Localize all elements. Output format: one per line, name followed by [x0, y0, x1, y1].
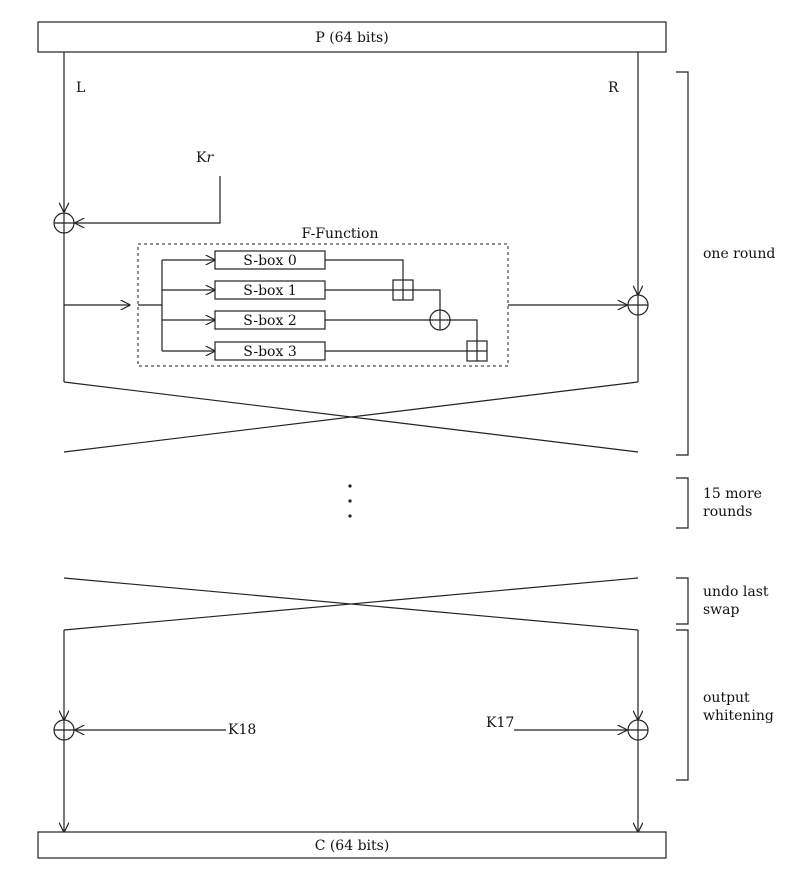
- xor-round-key: [53, 212, 75, 234]
- xor-whitening-left: [53, 719, 75, 741]
- continuation-dots: [348, 484, 352, 518]
- svg-text:output: output: [703, 690, 750, 706]
- svg-text:S-box 2: S-box 2: [243, 313, 296, 329]
- svg-text:swap: swap: [703, 602, 740, 618]
- left-half-label: L: [76, 80, 85, 96]
- svg-text:S-box 0: S-box 0: [243, 253, 296, 269]
- svg-text:one round: one round: [703, 246, 775, 262]
- xor-f: [429, 309, 451, 331]
- brace-more-rounds: 15 more rounds: [676, 477, 762, 529]
- xor-right: [627, 294, 649, 316]
- sbox-2: S-box 2: [214, 310, 326, 330]
- mod-add-2: [466, 340, 488, 362]
- brace-output-whitening: output whitening: [676, 629, 774, 781]
- ciphertext-label: C (64 bits): [315, 838, 390, 854]
- ciphertext-box: C (64 bits): [37, 831, 667, 859]
- mod-add-1: [392, 279, 414, 301]
- plaintext-box: P (64 bits): [37, 21, 667, 53]
- svg-text:S-box 3: S-box 3: [243, 344, 296, 360]
- round-key-label: Kr: [196, 150, 214, 166]
- sbox-0: S-box 0: [214, 250, 326, 270]
- svg-text:undo last: undo last: [703, 584, 769, 600]
- svg-text:S-box 1: S-box 1: [243, 283, 296, 299]
- sbox-1: S-box 1: [214, 280, 326, 300]
- right-half-label: R: [608, 80, 619, 96]
- plaintext-label: P (64 bits): [315, 30, 388, 46]
- xor-whitening-right: [627, 719, 649, 741]
- swap-line-2: [63, 381, 639, 453]
- brace-one-round: one round: [676, 71, 775, 456]
- svg-text:whitening: whitening: [703, 708, 774, 724]
- whitening-key-right: K17: [486, 715, 514, 731]
- round-key-line: [75, 176, 221, 223]
- svg-text:rounds: rounds: [703, 504, 752, 520]
- whitening-key-left: K18: [228, 722, 256, 738]
- brace-undo-swap: undo last swap: [676, 577, 769, 625]
- svg-text:15 more: 15 more: [703, 486, 762, 502]
- f-function: F-Function S-box 0 S-box 1 S-box 2 S-box…: [137, 226, 509, 367]
- undo-swap-line-2: [63, 577, 639, 631]
- f-function-label: F-Function: [302, 226, 379, 242]
- sbox-3: S-box 3: [214, 341, 326, 361]
